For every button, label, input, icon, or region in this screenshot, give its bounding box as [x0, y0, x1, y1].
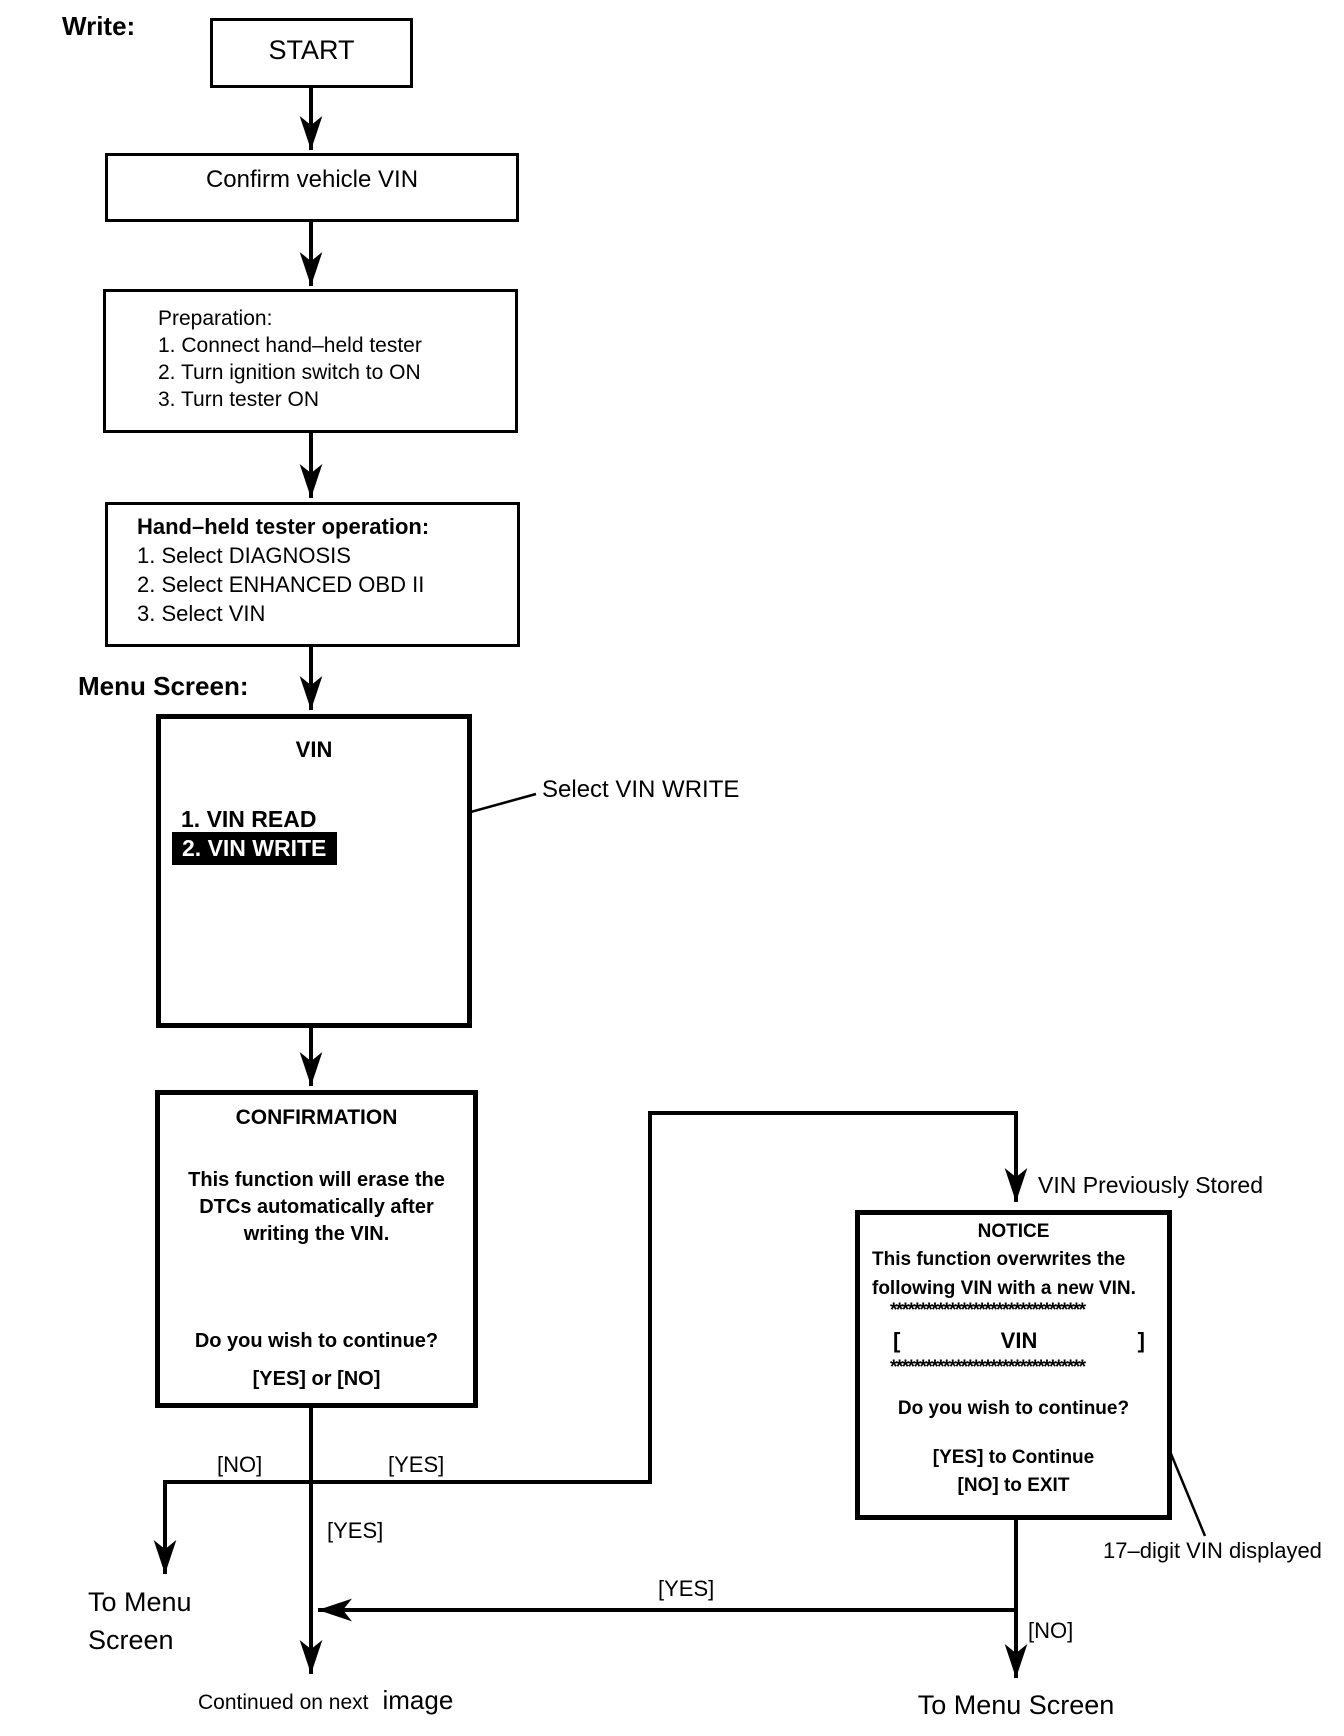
confirm-vin-node [105, 153, 519, 222]
notice-line: This function overwrites the [872, 1249, 1126, 1270]
preparation-title: Preparation: [158, 307, 273, 330]
notice-line: following VIN with a new VIN. [872, 1278, 1136, 1299]
notice-yes-option: [YES] to Continue [932, 1447, 1095, 1468]
menu-screen-section-label: Menu Screen: [78, 671, 249, 701]
bracket-open: [ [893, 1328, 901, 1353]
tester-operation-item: 1. Select DIAGNOSIS [137, 543, 351, 568]
confirmation-line: This function will erase the [188, 1169, 445, 1191]
yes-return-label: [YES] [658, 1576, 715, 1601]
bracket-close: ] [1137, 1328, 1145, 1353]
confirmation-line: DTCs automatically after [199, 1196, 434, 1218]
confirmation-title: CONFIRMATION [235, 1106, 398, 1129]
select-vin-write-callout: Select VIN WRITE [542, 776, 740, 803]
yes-branch-label: [YES] [388, 1452, 445, 1477]
tester-operation-text: Hand–held tester operation: 1. Select DI… [137, 512, 429, 628]
vin-write-item-highlighted: 2. VIN WRITE [172, 832, 337, 865]
notice-asterisk-row: ********************************* [890, 1300, 1086, 1321]
tester-operation-item: 3. Select VIN [137, 601, 266, 626]
confirmation-node [155, 1090, 478, 1408]
confirmation-line: writing the VIN. [243, 1223, 390, 1245]
tester-operation-item: 2. Select ENHANCED OBD II [137, 572, 425, 597]
vin-write-item-label: 2. VIN WRITE [182, 835, 327, 861]
preparation-item: 1. Connect hand–held tester [158, 334, 422, 357]
vin-previously-stored-label: VIN Previously Stored [1038, 1172, 1263, 1198]
tester-operation-title: Hand–held tester operation: [137, 514, 430, 539]
vin-menu-node [156, 714, 472, 1028]
confirmation-question: Do you wish to continue? [194, 1330, 439, 1352]
notice-title: NOTICE [977, 1221, 1050, 1242]
no-branch-label: [NO] [217, 1452, 263, 1477]
notice-node [855, 1210, 1172, 1520]
no-notice-label: [NO] [1028, 1618, 1074, 1643]
continued-on-next-image: Continued on next image [198, 1685, 454, 1716]
continued-prefix: Continued on next [198, 1691, 369, 1714]
to-menu-screen-left: To Menu Screen [88, 1583, 192, 1659]
vin-menu-title: VIN [295, 737, 333, 762]
to-menu-screen-right: To Menu Screen [917, 1690, 1115, 1720]
notice-no-option: [NO] to EXIT [957, 1475, 1070, 1496]
preparation-item: 2. Turn ignition switch to ON [158, 361, 421, 384]
to-menu-left-line: To Menu [88, 1587, 192, 1617]
notice-asterisk-row: ********************************* [890, 1357, 1086, 1378]
notice-vin-label: VIN [1000, 1328, 1038, 1353]
continued-suffix: image [382, 1685, 454, 1715]
tester-operation-node [105, 502, 520, 647]
start-label: START [268, 35, 355, 65]
preparation-item: 3. Turn tester ON [158, 388, 320, 411]
yes-down-label: [YES] [327, 1518, 384, 1543]
vin-read-item: 1. VIN READ [181, 806, 317, 832]
confirm-vin-label: Confirm vehicle VIN [205, 166, 419, 193]
arrow-yes-to-notice [648, 1111, 1028, 1482]
preparation-text: Preparation: 1. Connect hand–held tester… [158, 305, 422, 413]
notice-question: Do you wish to continue? [897, 1398, 1130, 1419]
write-section-label: Write: [62, 11, 136, 41]
notice-vin-row: [ VIN ] [893, 1328, 1145, 1354]
preparation-node [103, 289, 518, 433]
start-node [210, 18, 413, 88]
seventeen-digit-vin-callout: 17–digit VIN displayed [1103, 1538, 1322, 1563]
to-menu-left-line: Screen [88, 1625, 174, 1655]
confirmation-options: [YES] or [NO] [252, 1368, 381, 1390]
